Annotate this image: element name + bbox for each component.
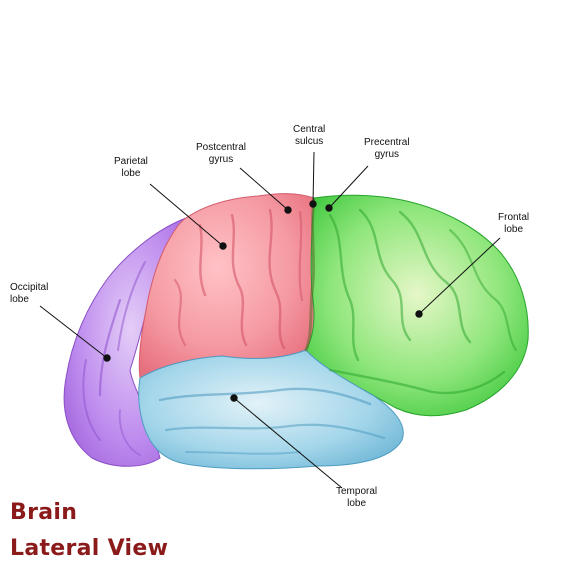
title-line-2: Lateral View [10,536,169,561]
central-sulcus-line [304,198,316,352]
gyri-texture [82,198,518,456]
parietal-lobe-region [138,193,315,379]
title-line-1: Brain [10,500,78,525]
frontal-lobe-region [305,194,529,417]
leader-lines [39,151,501,489]
temporal-lobe-region [138,349,404,470]
